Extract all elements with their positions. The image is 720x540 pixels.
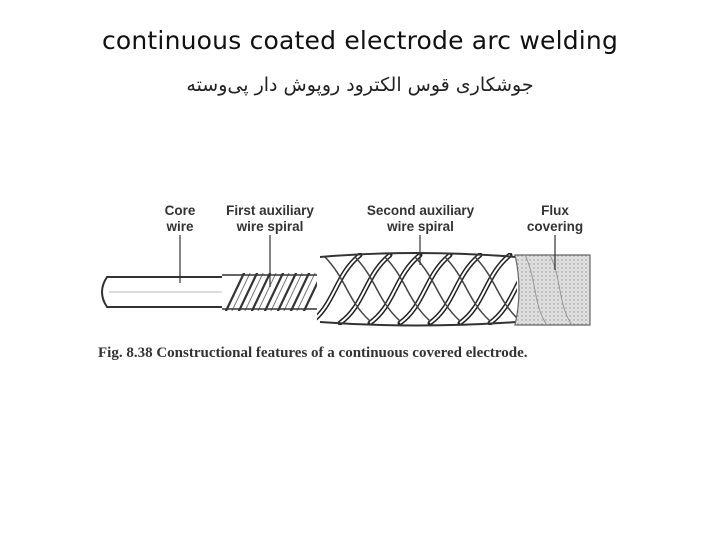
second-auxiliary-spiral-shape [317, 253, 517, 325]
page-title: continuous coated electrode arc welding [101, 26, 619, 55]
leader-lines [179, 235, 556, 287]
page-subtitle: جوشکاری قوس الکترود روپوش دار پی‌وسته [186, 74, 534, 96]
label-core-wire: Core wire [164, 203, 196, 234]
label-flux-covering: Flux covering [526, 203, 584, 234]
label-first-auxiliary-spiral: First auxiliary wire spiral [226, 203, 314, 234]
label-second-auxiliary-spiral: Second auxiliary wire spiral [366, 203, 475, 234]
electrode-diagram: Core wire First auxiliary wire spiral Se… [85, 195, 605, 370]
flux-covering-shape [514, 254, 591, 326]
first-auxiliary-spiral-shape [222, 273, 322, 311]
electrode-drawing [101, 235, 591, 327]
figure-caption: Fig. 8.38 Constructional features of a c… [98, 345, 528, 361]
core-wire-shape [101, 276, 236, 308]
